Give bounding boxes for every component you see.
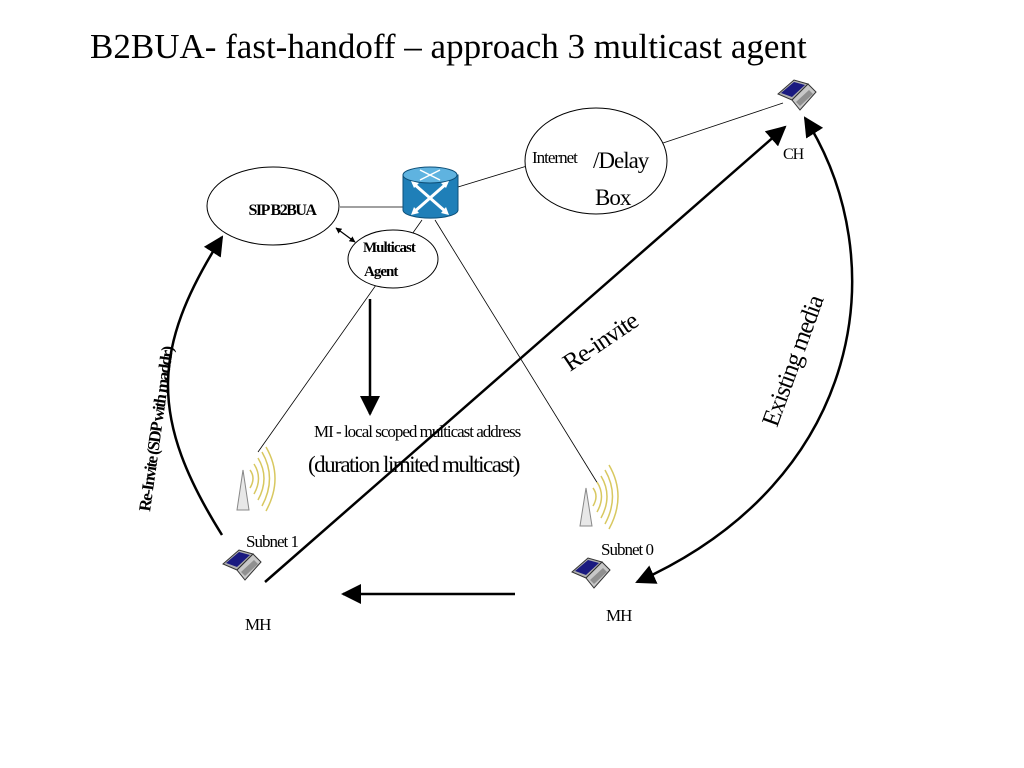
multicast-address-label: MI - local scoped multicast address (314, 422, 521, 441)
duration-label: (duration limited multicast) (308, 452, 520, 477)
reinvite-sdp-label: Re-Invite (SDP with maddr) (135, 345, 177, 512)
sip-b2bua-node: SIP B2BUA (206, 166, 340, 246)
link-internet-ch (662, 102, 784, 144)
reinvite-sdp-arrow (166, 235, 224, 536)
internet-delay-node: Internet /Delay Box (524, 107, 668, 215)
mh-left-laptop-icon (222, 549, 262, 581)
subnet1-antenna-icon (236, 446, 276, 512)
page-title: B2BUA- fast-handoff – approach 3 multica… (90, 27, 807, 66)
sip-b2bua-label: SIP B2BUA (249, 202, 318, 219)
mh-right-laptop-icon (571, 557, 611, 589)
multicast-agent-label-1: Multicast (363, 240, 416, 256)
reinvite-label: Re-invite (558, 307, 644, 377)
link-router-internet (457, 165, 528, 188)
ch-label: CH (783, 146, 805, 163)
internet-label: Internet (532, 148, 578, 167)
mh-left-label: MH (245, 615, 271, 634)
router-icon (402, 166, 459, 219)
multicast-agent-node: Multicast Agent (347, 229, 439, 289)
multicast-agent-label-2: Agent (364, 264, 398, 280)
link-router-subnet0 (434, 219, 599, 485)
b2bua-agent-arrow (335, 227, 356, 243)
subnet0-label: Subnet 0 (601, 540, 653, 559)
subnet0-antenna-icon (579, 464, 619, 530)
box-label: Box (595, 185, 632, 210)
ch-laptop-icon (777, 79, 817, 111)
delay-label: /Delay (593, 148, 650, 173)
existing-media-label: Existing media (757, 292, 829, 431)
mh-right-label: MH (606, 606, 632, 625)
reinvite-arrow (264, 125, 787, 583)
existing-media-arrow (635, 116, 854, 584)
subnet1-label: Subnet 1 (246, 532, 298, 551)
